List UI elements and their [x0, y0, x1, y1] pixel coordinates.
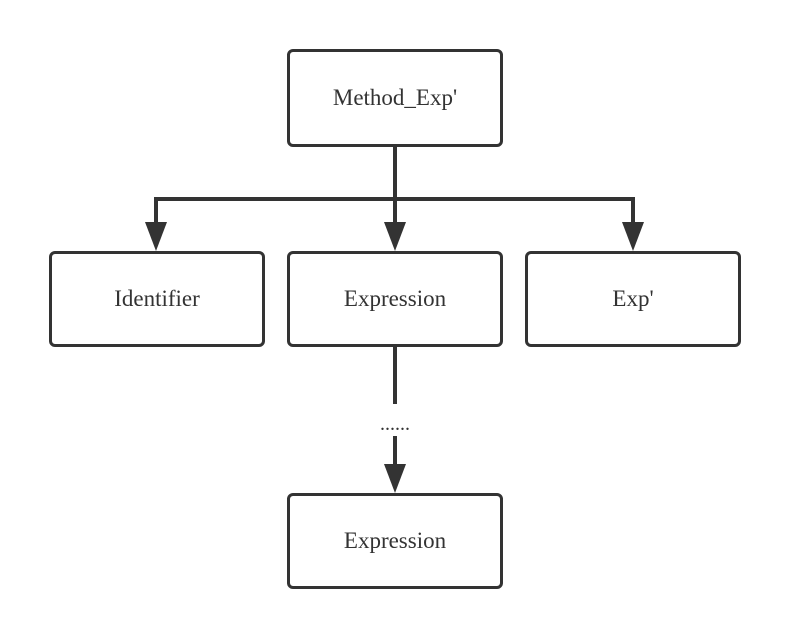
- arrowhead-expression: [384, 222, 406, 251]
- node-label: Identifier: [114, 286, 200, 311]
- node-label: Exp': [612, 286, 654, 311]
- arrowhead-identifier: [145, 222, 167, 251]
- node-label: Expression: [343, 286, 447, 311]
- node-expression: Expression: [287, 251, 503, 347]
- node-label: Expression: [343, 528, 447, 553]
- node-expression-leaf: Expression: [287, 493, 503, 589]
- node-method-exp-prime: Method_Exp': [287, 49, 503, 147]
- ellipsis-label: ......: [380, 413, 410, 435]
- node-label: Method_Exp': [332, 85, 458, 110]
- node-identifier: Identifier: [49, 251, 265, 347]
- arrowhead-expression-leaf: [384, 464, 406, 493]
- arrowhead-exp-prime: [622, 222, 644, 251]
- node-exp-prime: Exp': [525, 251, 741, 347]
